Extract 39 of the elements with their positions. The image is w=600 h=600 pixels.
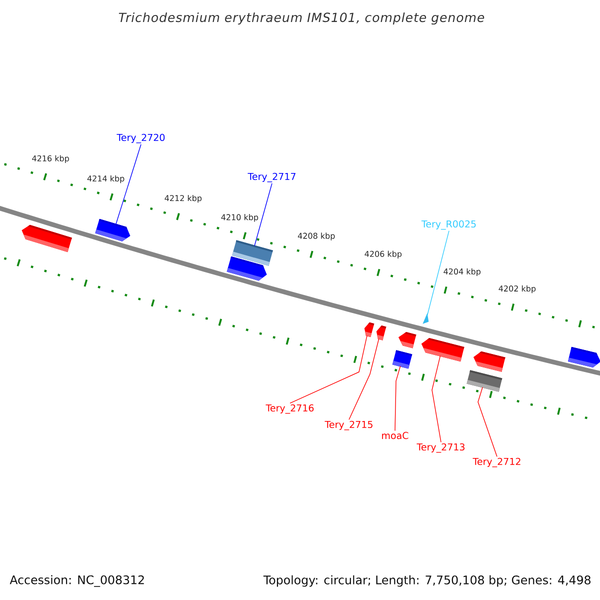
leader-line <box>254 183 272 246</box>
gene-block <box>95 218 130 242</box>
tick-label: 4206 kbp <box>364 250 402 258</box>
gene-label: Tery_2716 <box>266 404 314 414</box>
gene-label: Tery_R0025 <box>421 220 476 230</box>
footer-note: Accession: NC_008312 <box>10 575 144 587</box>
gene-label: Tery_2717 <box>248 172 296 182</box>
gene-box <box>232 240 273 266</box>
gene-block <box>568 346 600 368</box>
gene-block <box>398 332 416 348</box>
gene-block <box>22 224 72 252</box>
tick-label: 4214 kbp <box>87 175 124 184</box>
tick-label: 4216 kbp <box>32 155 69 163</box>
gene-label: Tery_2720 <box>116 134 165 144</box>
tick-label: 4202 kbp <box>498 285 536 294</box>
leader-line <box>116 144 142 225</box>
tick-label: 4212 kbp <box>164 194 202 203</box>
leader-line <box>394 366 401 432</box>
footer-note: Topology: circular; Length: 7,750,108 bp; Genes: 4,498 <box>263 575 590 587</box>
gene-block <box>473 351 506 372</box>
leader-line <box>290 335 368 404</box>
gene-block <box>376 326 386 340</box>
gene-label: Tery_2712 <box>472 458 520 468</box>
gene-box <box>392 350 412 369</box>
leader-line <box>478 386 498 458</box>
gene-label: Tery_2713 <box>416 443 464 453</box>
leader-line <box>348 338 380 420</box>
gene-box <box>466 370 502 392</box>
gene-label: moaC <box>382 432 408 440</box>
tick-label: 4204 kbp <box>444 268 481 276</box>
leader-line <box>432 355 442 443</box>
tick-label: 4210 kbp <box>221 214 258 222</box>
leader-line <box>426 230 450 317</box>
gene-block <box>421 338 464 362</box>
title: Trichodesmium erythraeum IMS101, complete genome <box>118 12 484 25</box>
gene-block <box>364 322 374 338</box>
gene-label: Tery_2715 <box>324 420 372 430</box>
gene-triangle <box>422 313 429 324</box>
tick-label: 4208 kbp <box>298 232 335 240</box>
